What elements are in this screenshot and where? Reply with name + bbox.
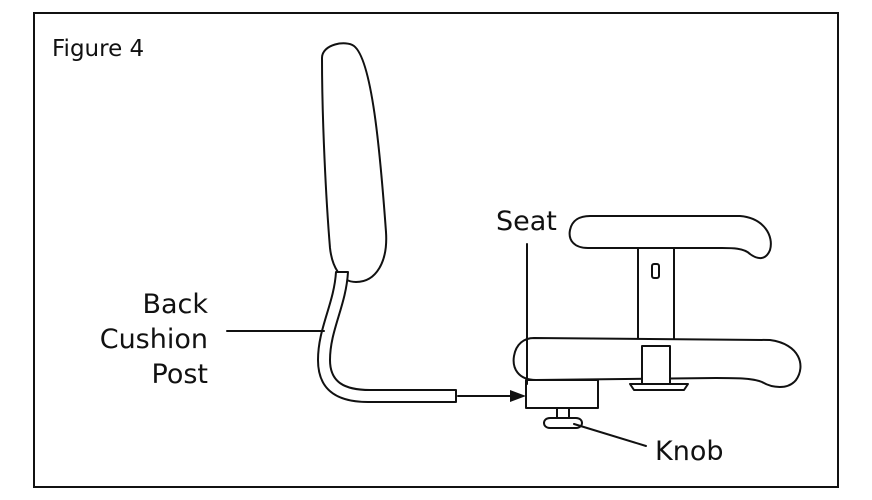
back-label-line-3: Post bbox=[152, 359, 209, 390]
armrest-pad bbox=[568, 215, 772, 260]
back-label-line-1: Back bbox=[142, 289, 208, 320]
knob-leader bbox=[573, 423, 647, 447]
diagram-frame bbox=[33, 12, 839, 488]
seat-label: Seat bbox=[496, 206, 557, 237]
back-label-line-2: Cushion bbox=[100, 324, 208, 355]
armrest-slot bbox=[651, 263, 660, 279]
seat-underplate bbox=[629, 383, 689, 391]
armrest-bracket bbox=[641, 345, 671, 389]
knob bbox=[543, 417, 583, 429]
figure-title: Figure 4 bbox=[52, 36, 144, 62]
seat-mount bbox=[525, 379, 599, 409]
armrest-upright bbox=[637, 247, 675, 347]
knob-label: Knob bbox=[655, 436, 723, 467]
insert-arrow-head bbox=[510, 390, 526, 402]
back-cushion-post bbox=[317, 271, 457, 403]
back-cushion bbox=[321, 42, 388, 283]
